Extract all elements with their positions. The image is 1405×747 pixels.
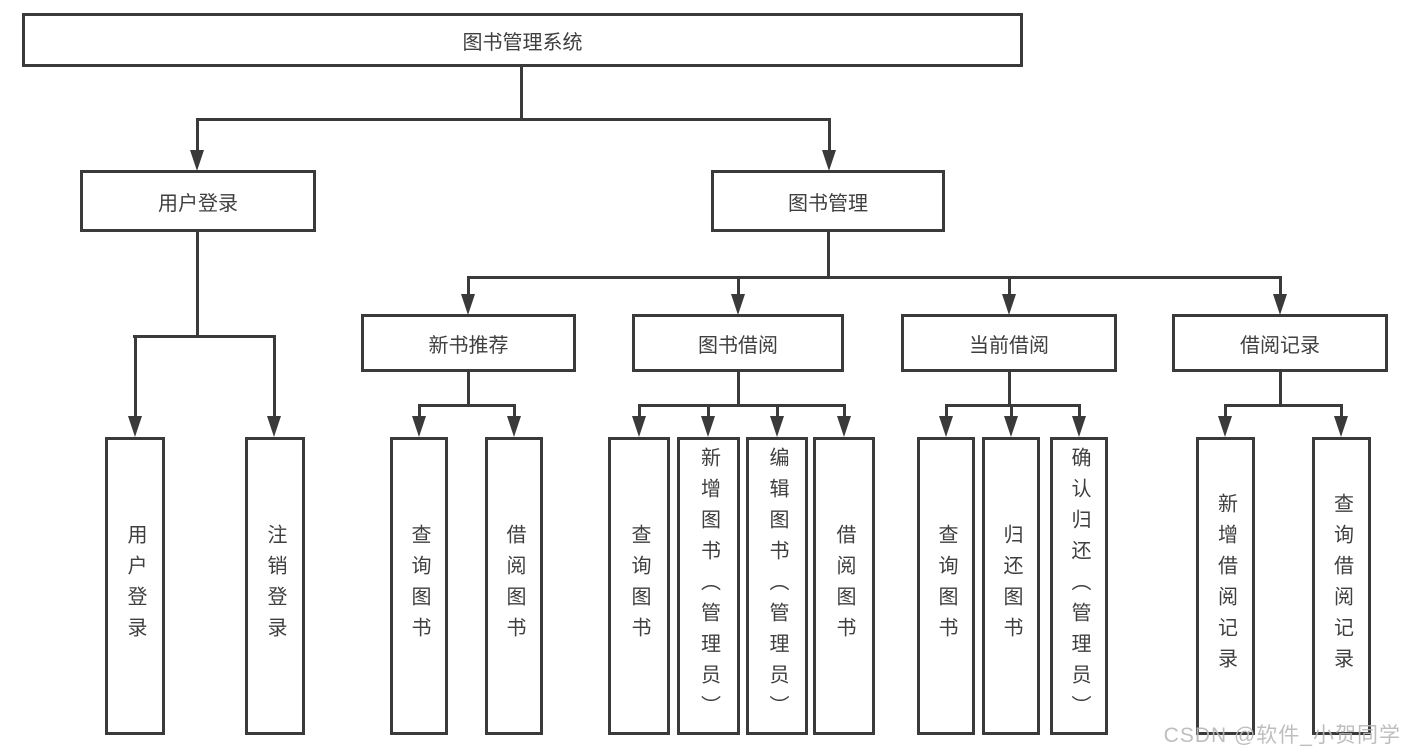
connector-line (843, 404, 846, 419)
connector-line (134, 335, 137, 418)
connector-line (828, 118, 831, 152)
connector-line (945, 404, 948, 419)
arrow-down-icon (1072, 416, 1086, 437)
connector-line (418, 404, 421, 419)
node-new-book-recommend: 新书推荐 (361, 314, 576, 372)
connector-line (418, 404, 515, 407)
arrow-down-icon (770, 416, 784, 437)
connector-line (827, 232, 830, 278)
connector-line (1224, 404, 1227, 419)
arrow-down-icon (507, 416, 521, 437)
connector-line (196, 232, 199, 338)
connector-line (1279, 276, 1282, 297)
connector-line (776, 404, 779, 419)
arrow-down-icon (1334, 416, 1348, 437)
arrow-down-icon (412, 416, 426, 437)
node-add-books-admin: 新增图书（管理员） (677, 437, 740, 735)
node-search-books-borrow: 查询图书 (608, 437, 670, 735)
connector-line (1279, 371, 1282, 407)
node-borrow-books-recommend: 借阅图书 (485, 437, 543, 735)
arrow-down-icon (1004, 416, 1018, 437)
node-search-books-current: 查询图书 (917, 437, 975, 735)
connector-line (638, 404, 641, 419)
arrow-down-icon (1002, 294, 1016, 315)
connector-line (1008, 276, 1011, 297)
node-borrow-records: 借阅记录 (1172, 314, 1388, 372)
node-search-books-recommend: 查询图书 (390, 437, 448, 735)
connector-line (467, 276, 470, 297)
node-book-management: 图书管理 (711, 170, 945, 232)
arrow-down-icon (267, 416, 281, 437)
arrow-down-icon (461, 294, 475, 315)
connector-line (1224, 404, 1342, 407)
connector-line (1078, 404, 1081, 419)
connector-line (1008, 371, 1011, 407)
node-book-borrow: 图书借阅 (632, 314, 844, 372)
arrow-down-icon (837, 416, 851, 437)
connector-line (638, 404, 845, 407)
node-user-login: 用户登录 (80, 170, 316, 232)
node-library-system: 图书管理系统 (22, 13, 1023, 67)
connector-line (273, 335, 276, 418)
node-edit-books-admin: 编辑图书（管理员） (746, 437, 808, 735)
arrow-down-icon (190, 150, 204, 171)
connector-line (1010, 404, 1013, 419)
node-borrow-books: 借阅图书 (813, 437, 875, 735)
arrow-down-icon (822, 150, 836, 171)
connector-line (737, 276, 740, 297)
connector-line (196, 118, 199, 152)
node-confirm-return-admin: 确认归还（管理员） (1050, 437, 1108, 735)
connector-line (1340, 404, 1343, 419)
arrow-down-icon (1273, 294, 1287, 315)
node-return-books: 归还图书 (982, 437, 1040, 735)
arrow-down-icon (128, 416, 142, 437)
connector-line (467, 371, 470, 407)
connector-line (467, 276, 1282, 279)
node-logout: 注销登录 (245, 437, 305, 735)
connector-line (133, 335, 275, 338)
connector-line (520, 66, 523, 120)
connector-line (196, 118, 830, 121)
node-current-borrow: 当前借阅 (901, 314, 1117, 372)
node-login: 用户登录 (105, 437, 165, 735)
node-add-borrow-record: 新增借阅记录 (1196, 437, 1255, 735)
arrow-down-icon (1218, 416, 1232, 437)
arrow-down-icon (632, 416, 646, 437)
arrow-down-icon (731, 294, 745, 315)
node-search-borrow-record: 查询借阅记录 (1312, 437, 1371, 735)
arrow-down-icon (939, 416, 953, 437)
connector-line (707, 404, 710, 419)
connector-line (513, 404, 516, 419)
arrow-down-icon (701, 416, 715, 437)
watermark: CSDN @软件_小贺同学 (1163, 724, 1401, 747)
connector-line (737, 371, 740, 407)
